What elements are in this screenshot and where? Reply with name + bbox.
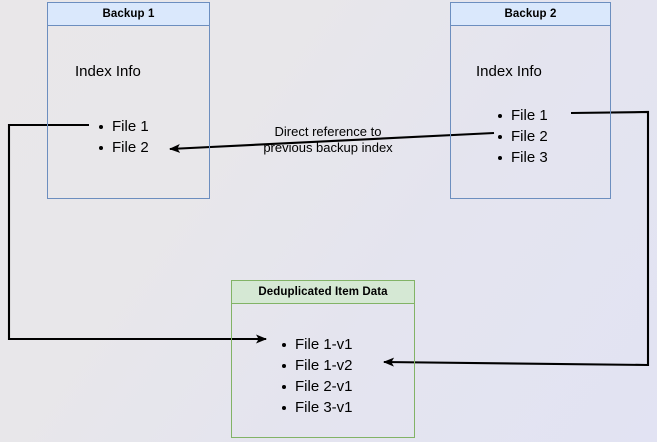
list-item: File 1-v2: [278, 355, 353, 376]
arrow-backup1-to-dedup: [7, 123, 267, 344]
direct-reference-annotation: Direct reference to previous backup inde…: [246, 124, 410, 156]
list-item: File 2: [95, 137, 149, 158]
backup-2-box[interactable]: Backup 2 Index Info File 1 File 2 File 3: [450, 2, 611, 199]
backup-1-title: Backup 1: [48, 3, 209, 26]
backup-2-file-list: File 1 File 2 File 3: [494, 105, 548, 168]
list-item: File 3: [494, 147, 548, 168]
list-item: File 2-v1: [278, 376, 353, 397]
annotation-line-1: Direct reference to: [274, 124, 382, 139]
backup-2-index-info-label: Index Info: [476, 63, 542, 80]
deduplicated-item-data-box[interactable]: Deduplicated Item Data File 1-v1 File 1-…: [231, 280, 415, 438]
dedup-title: Deduplicated Item Data: [232, 281, 414, 304]
backup-1-index-info-label: Index Info: [75, 63, 141, 80]
list-item: File 3-v1: [278, 397, 353, 418]
backup-1-file-list: File 1 File 2: [95, 116, 149, 158]
arrow-backup2-to-dedup: [383, 110, 650, 367]
backup-2-body: Index Info File 1 File 2 File 3: [451, 26, 610, 198]
list-item: File 1: [494, 105, 548, 126]
backup-1-box[interactable]: Backup 1 Index Info File 1 File 2: [47, 2, 210, 199]
backup-1-body: Index Info File 1 File 2: [48, 26, 209, 198]
list-item: File 2: [494, 126, 548, 147]
backup-2-title: Backup 2: [451, 3, 610, 26]
annotation-line-2: previous backup index: [263, 140, 393, 155]
list-item: File 1: [95, 116, 149, 137]
dedup-item-list: File 1-v1 File 1-v2 File 2-v1 File 3-v1: [278, 334, 353, 418]
list-item: File 1-v1: [278, 334, 353, 355]
dedup-body: File 1-v1 File 1-v2 File 2-v1 File 3-v1: [232, 304, 414, 437]
arrow-backup2-index-to-backup1-index: [169, 131, 495, 154]
